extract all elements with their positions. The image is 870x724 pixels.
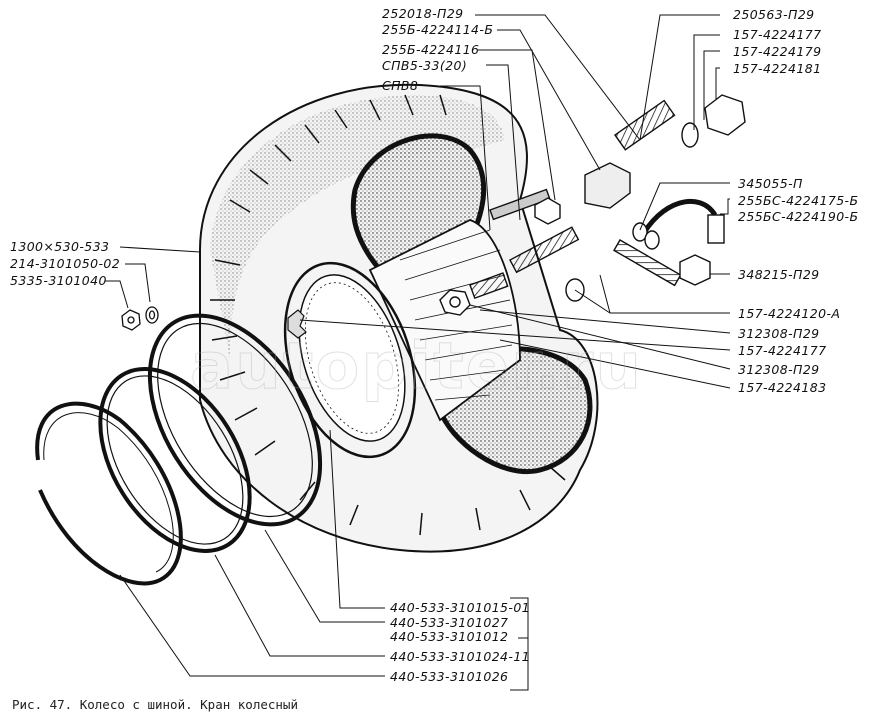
label-255b-4224114-b: 255Б-4224114-Б xyxy=(382,22,494,37)
figure-caption: Рис. 47. Колесо с шиной. Кран колесный xyxy=(12,697,298,712)
threaded-stem xyxy=(614,99,676,151)
label-440-533-3101027: 440-533-3101027 xyxy=(390,615,509,630)
valve-spool xyxy=(509,226,580,274)
label-440-533-3101015-01: 440-533-3101015-01 xyxy=(390,600,531,615)
tire-tread-shading xyxy=(210,95,505,360)
top-hex-nut xyxy=(704,94,746,136)
banjo-bolt-head xyxy=(679,254,711,286)
label-250563-p29: 250563-П29 xyxy=(733,7,815,22)
label-440-533-3101012: 440-533-3101012 xyxy=(390,629,509,644)
label-5335-3101040: 5335-3101040 xyxy=(10,273,107,288)
label-157-4224179: 157-4224179 xyxy=(733,44,822,59)
label-440-533-3101026: 440-533-3101026 xyxy=(390,669,509,684)
ring-3101026-split xyxy=(35,401,183,586)
lock-rings xyxy=(35,313,323,586)
banjo-bolt xyxy=(613,239,682,287)
label-157-4224183: 157-4224183 xyxy=(738,380,827,395)
label-348215-p29: 348215-П29 xyxy=(738,267,820,282)
ring-3101015-01 xyxy=(147,313,323,527)
label-312308-p29-b: 312308-П29 xyxy=(738,362,820,377)
wheel-valve-assembly xyxy=(439,94,746,316)
label-157-4224177-right: 157-4224177 xyxy=(738,343,827,358)
label-252018-p29: 252018-П29 xyxy=(382,6,464,21)
label-spv5-33-20: СПВ5-33(20) xyxy=(382,58,468,73)
label-255bs-4224175-b: 255БС-4224175-Б xyxy=(738,193,859,208)
label-312308-p29-a: 312308-П29 xyxy=(738,326,820,341)
watermark: autopiter.ru xyxy=(190,330,643,405)
label-255bs-4224190-b: 255БС-4224190-Б xyxy=(738,209,859,224)
ring-3101012 xyxy=(98,367,252,553)
leader-lines xyxy=(105,14,731,691)
rim-flange-inner xyxy=(298,274,406,442)
label-214-3101050-02: 214-3101050-02 xyxy=(10,256,121,271)
rim-cylinder xyxy=(368,219,521,422)
nut-washer xyxy=(121,306,159,331)
label-157-4224177-top: 157-4224177 xyxy=(733,27,822,42)
label-tire-1300x530-533: 1300×530-533 xyxy=(10,239,110,254)
label-345055-p: 345055-П xyxy=(738,176,803,191)
label-spv8: СПВ8 xyxy=(382,78,419,93)
valve-body xyxy=(584,162,631,209)
valve-clamp xyxy=(287,309,307,339)
label-157-4224181: 157-4224181 xyxy=(733,61,822,76)
label-440-533-3101024-11: 440-533-3101024-11 xyxy=(390,649,531,664)
label-255b-4224116: 255Б-4224116 xyxy=(382,42,480,57)
label-157-4224120-a: 157-4224120-А xyxy=(738,306,841,321)
